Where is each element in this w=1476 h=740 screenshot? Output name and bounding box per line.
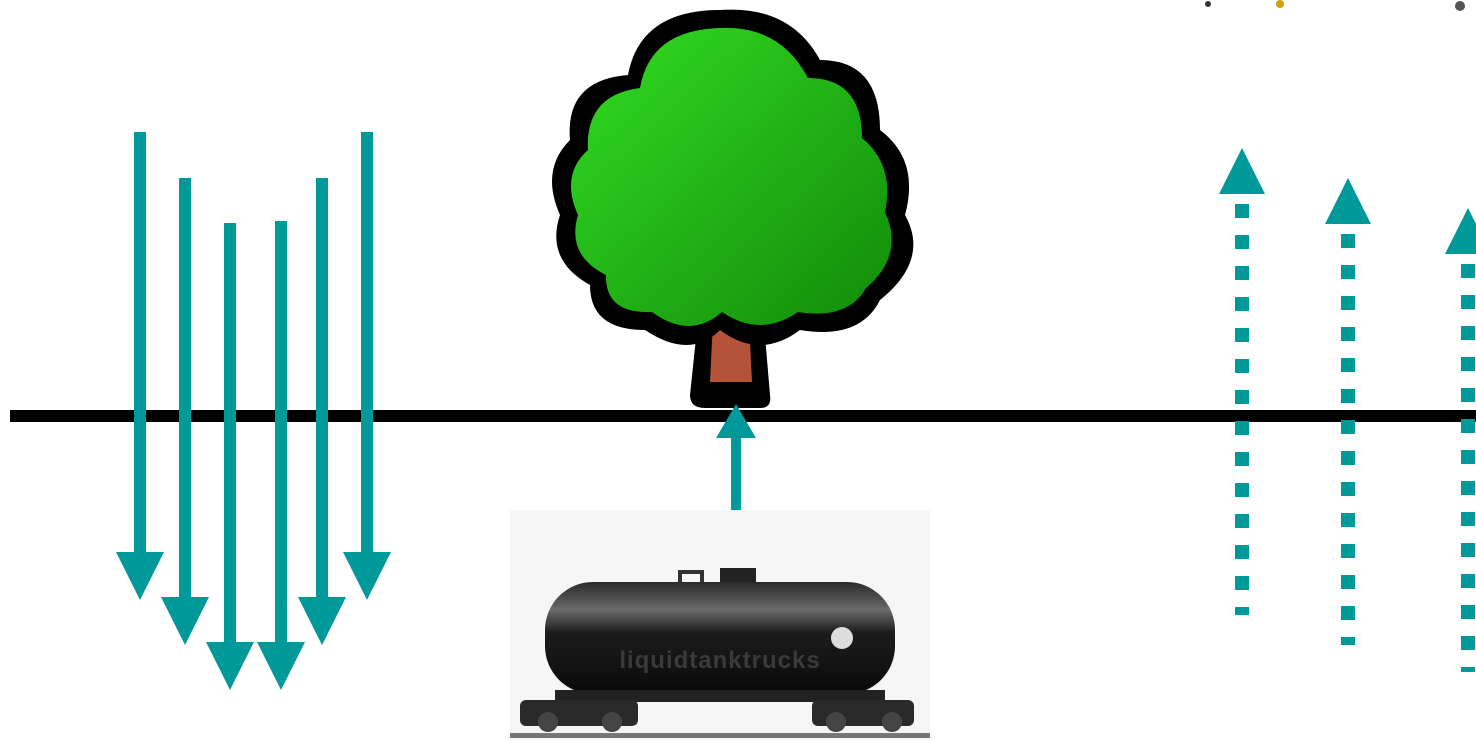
tank-emblem xyxy=(831,627,853,649)
tank-label: liquidtanktrucks xyxy=(619,647,820,674)
wheel xyxy=(826,712,846,732)
tank-car-icon: liquidtanktrucks xyxy=(510,510,930,740)
upward-dotted-arrow xyxy=(1219,148,1265,615)
downward-arrow xyxy=(206,223,254,690)
wheel xyxy=(882,712,902,732)
rail xyxy=(510,733,930,738)
downward-arrow xyxy=(257,221,305,690)
upward-dotted-arrow xyxy=(1445,208,1476,672)
wheel xyxy=(538,712,558,732)
downward-arrow xyxy=(116,132,164,600)
top-right-debris xyxy=(1205,0,1465,11)
tree-icon xyxy=(552,10,913,408)
wheel xyxy=(602,712,622,732)
downward-arrow xyxy=(343,132,391,600)
